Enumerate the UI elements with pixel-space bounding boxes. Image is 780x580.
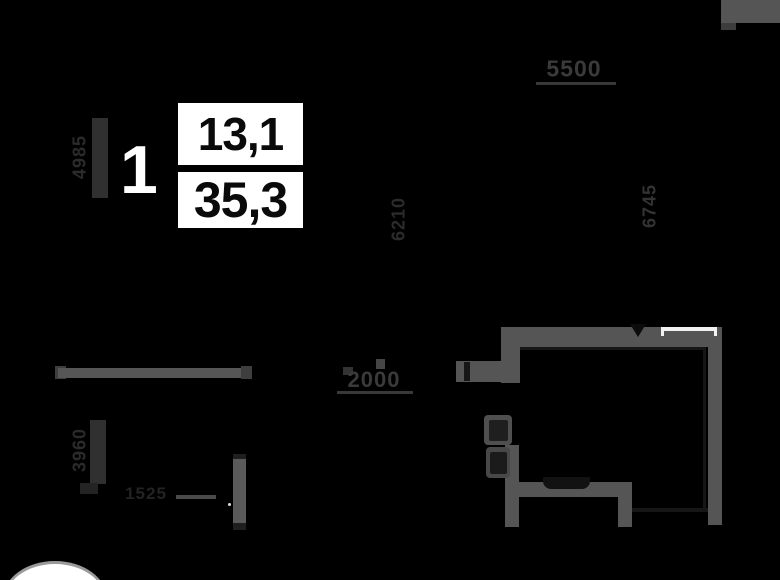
dimension-line-bottom-left xyxy=(176,495,216,499)
room-inner-line-right xyxy=(703,347,706,512)
dimension-label-center-vertical: 6210 xyxy=(388,196,409,242)
dimension-label-right-vertical: 6745 xyxy=(639,183,660,229)
wall-block-left-lower xyxy=(80,483,98,494)
door-hinge-dot xyxy=(228,503,231,506)
area-box: 13,1 35,3 xyxy=(178,103,303,228)
dimension-label-middle: 2000 xyxy=(347,367,401,392)
door-mark-icon xyxy=(630,324,646,337)
room-wall-right xyxy=(708,327,722,525)
wall-post-cap-top xyxy=(233,454,246,460)
room-wall-stub-notch xyxy=(464,362,470,381)
sink-fixture-inner xyxy=(490,452,507,474)
apartment-number: 1 xyxy=(120,132,158,208)
wall-strip-left-lower xyxy=(90,420,106,484)
wall-strip-left-upper xyxy=(92,118,108,198)
wall-bar-right-cap xyxy=(241,366,252,379)
dimension-line-middle xyxy=(337,391,413,394)
wall-tick-b xyxy=(343,367,353,375)
wall-post xyxy=(233,459,246,527)
room-wall-top xyxy=(501,327,722,347)
corner-wall-block xyxy=(721,0,780,23)
area-box-divider xyxy=(178,165,303,172)
dimension-label-left-lower: 3960 xyxy=(69,427,90,473)
corner-wall-block-small xyxy=(721,23,736,30)
dimension-line-top xyxy=(536,82,616,85)
wall-post-cap-bottom xyxy=(233,523,246,530)
room-wall-bottom xyxy=(505,482,632,497)
total-area-value: 35,3 xyxy=(178,172,303,228)
window-tick-left xyxy=(661,327,664,336)
wall-tick-a xyxy=(376,359,385,369)
room-wall-step xyxy=(618,497,632,527)
window-tick-right xyxy=(714,327,717,336)
room-inner-line-bottom xyxy=(632,508,708,512)
toilet-fixture-inner xyxy=(489,420,508,441)
living-area-value: 13,1 xyxy=(178,103,303,165)
wall-bar-left xyxy=(58,368,246,378)
dimension-label-bottom-left: 1525 xyxy=(125,484,167,503)
watermark-circle xyxy=(5,564,105,580)
dimension-label-left-upper: 4985 xyxy=(69,134,90,180)
dimension-label-top: 5500 xyxy=(546,55,602,82)
room-wall-stub xyxy=(456,361,520,382)
window-icon xyxy=(661,327,717,331)
room-inner-line-top xyxy=(520,347,706,350)
bottom-wall-dark-shape xyxy=(543,477,590,489)
